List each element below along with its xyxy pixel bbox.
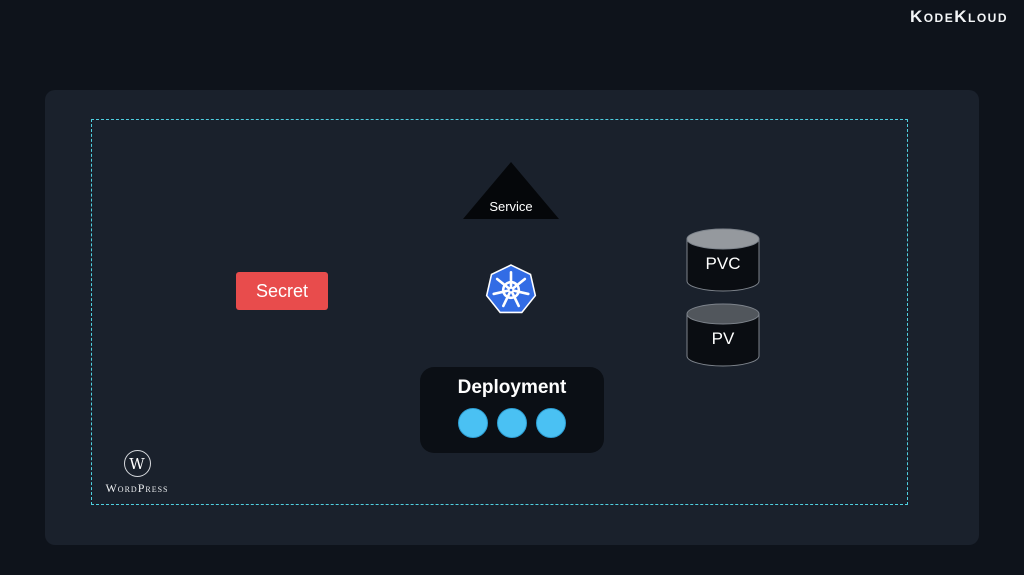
pv-label: PV <box>711 329 735 348</box>
wordpress-group: W WordPress <box>95 450 179 496</box>
pod-circle <box>458 408 488 438</box>
wordpress-icon: W <box>123 450 151 477</box>
kodekloud-logo: KodeKloud <box>909 7 1008 26</box>
diagram-panel: Service Secret <box>45 90 979 545</box>
secret-box: Secret <box>236 272 328 310</box>
deployment-label: Deployment <box>457 377 567 398</box>
cluster-boundary <box>91 119 908 505</box>
kubernetes-icon <box>485 264 537 316</box>
pvc-cylinder: PVC <box>686 228 760 294</box>
pod-list <box>420 408 604 438</box>
service-label: Service <box>489 199 533 214</box>
pod-circle <box>536 408 566 438</box>
pvc-label: PVC <box>705 254 741 273</box>
wordpress-label: WordPress <box>105 481 169 495</box>
pod-circle <box>497 408 527 438</box>
pv-cylinder: PV <box>686 303 760 369</box>
wordpress-initial: W <box>129 454 145 473</box>
secret-label: Secret <box>255 280 309 301</box>
deployment-box: Deployment <box>420 367 604 453</box>
